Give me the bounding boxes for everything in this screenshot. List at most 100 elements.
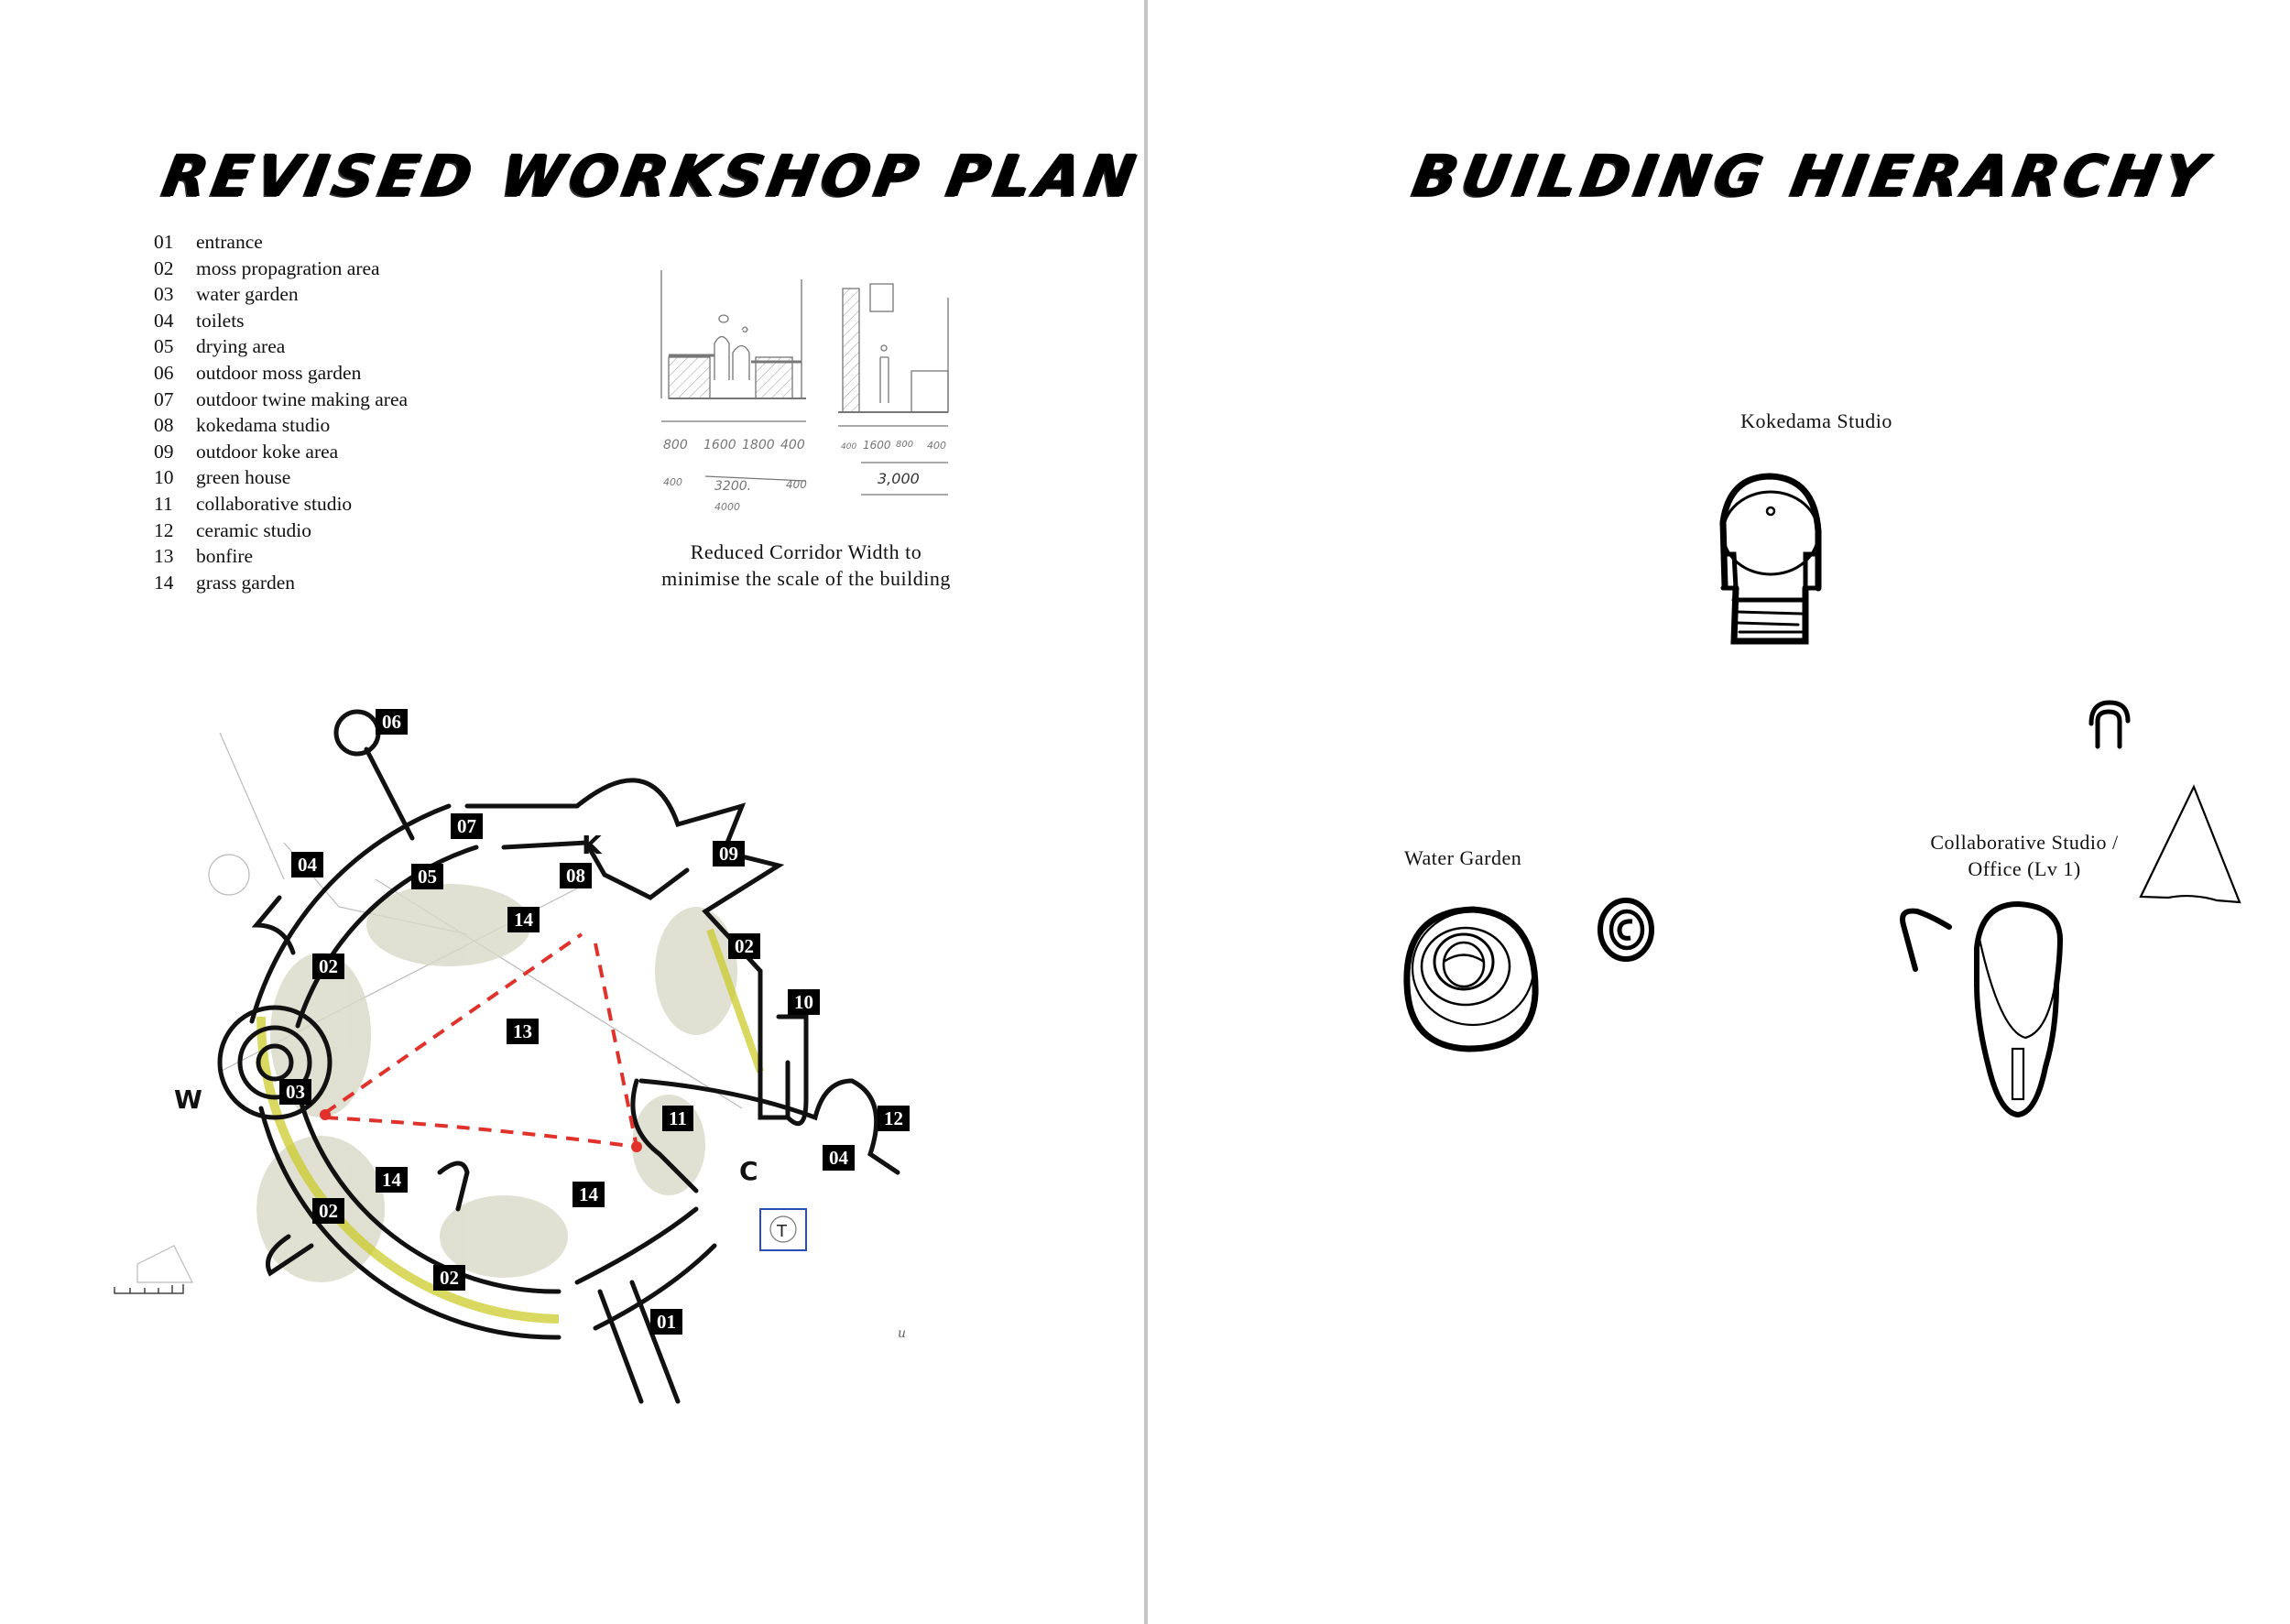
water-garden-icon: [1403, 906, 1539, 1052]
legend-item: 01 entrance: [154, 229, 408, 256]
legend-label: water garden: [196, 283, 299, 306]
plan-tag-05: 05: [411, 864, 443, 889]
section-caption: Reduced Corridor Width to minimise the s…: [623, 539, 989, 592]
plan-tag-04: 04: [291, 852, 323, 877]
compass-letter-c: C: [739, 1156, 758, 1186]
plan-tag-12: 12: [878, 1106, 910, 1131]
left-page: REVISED WORKSHOP PLAN 01 entrance 02 moss …: [0, 0, 1145, 1624]
legend-label: outdoor moss garden: [196, 361, 362, 384]
legend-number: 02: [154, 256, 174, 279]
legend-number: 04: [154, 309, 174, 332]
legend-number: 10: [154, 466, 174, 489]
legend-item: 08 kokedama studio: [154, 412, 408, 439]
legend-item: 07 outdoor twine making area: [154, 387, 408, 413]
collaborative-studio-icon: [1974, 900, 2064, 1118]
plan-tag-02: 02: [728, 933, 760, 959]
section-sketch-drawing: 800 1600 1800 400 400 3200. 400 4000 400…: [660, 270, 949, 513]
plan-tag-06: 06: [376, 709, 408, 735]
dimension-text: 1600: [703, 438, 736, 452]
legend-item: 05 drying area: [154, 333, 408, 360]
legend-number: 08: [154, 414, 174, 437]
legend-label: moss propagration area: [196, 256, 380, 279]
workshop-floor-plan: T K W C u 06 07 04 05 08 09 14 02 02 10 …: [101, 696, 980, 1404]
dimension-text: 800: [663, 438, 688, 452]
dimension-text: 400: [927, 440, 946, 452]
plan-tag-08: 08: [560, 863, 592, 888]
legend-number: 03: [154, 283, 174, 306]
plan-tag-02: 02: [312, 1198, 344, 1224]
plan-tag-14: 14: [572, 1182, 605, 1207]
page-gutter-divider: [1144, 0, 1148, 1624]
legend-list: 01 entrance 02 moss propagration area 03 wa…: [154, 229, 408, 595]
plan-tag-09: 09: [713, 841, 745, 866]
page-title-workshop-plan: REVISED WORKSHOP PLAN: [157, 142, 1145, 209]
legend-item: 10 green house: [154, 464, 408, 491]
dimension-text: 1800: [742, 438, 775, 452]
compass-letter-k: K: [582, 830, 603, 860]
plan-tag-14: 14: [507, 907, 540, 932]
legend-label: outdoor koke area: [196, 440, 339, 463]
legend-number: 09: [154, 440, 174, 463]
legend-number: 12: [154, 518, 174, 541]
plan-tag-02: 02: [433, 1265, 465, 1291]
compass-letter-w: W: [174, 1084, 202, 1115]
hook-connector-icon: [1900, 908, 1952, 972]
legend-item: 11 collaborative studio: [154, 491, 408, 518]
legend-label: collaborative studio: [196, 492, 353, 515]
plan-tag-02: 02: [312, 954, 344, 979]
legend-number: 05: [154, 335, 174, 358]
legend-label: outdoor twine making area: [196, 387, 409, 410]
plan-tag-10: 10: [788, 989, 820, 1015]
dimension-text: 400: [786, 478, 807, 491]
legend-label: drying area: [196, 335, 286, 358]
dimension-text: 400: [663, 476, 682, 488]
dimension-text: 3,000: [878, 470, 920, 487]
plan-tag-11: 11: [662, 1106, 693, 1131]
dimension-text: 3200.: [714, 479, 751, 494]
label-kokedama-studio: Kokedama Studio: [1740, 409, 1892, 432]
plan-tag-07: 07: [451, 813, 483, 839]
hierarchy-triangle-icon: [2139, 784, 2241, 904]
legend-number: 01: [154, 231, 174, 253]
dimension-text: 1600: [863, 439, 891, 452]
legend-number: 13: [154, 545, 174, 568]
floor-plan-drawing: T K W C u: [114, 709, 906, 1404]
legend-item: 03 water garden: [154, 281, 408, 308]
legend-item: 09 outdoor koke area: [154, 439, 408, 465]
legend-item: 04 toilets: [154, 308, 408, 334]
legend-label: toilets: [196, 309, 245, 332]
dimension-text: 400: [780, 438, 805, 452]
label-collaborative-studio: Collaborative Studio / Office (Lv 1): [1896, 829, 2153, 882]
legend-item: 06 outdoor moss garden: [154, 360, 408, 387]
legend-label: kokedama studio: [196, 414, 331, 437]
legend-item: 14 grass garden: [154, 570, 408, 596]
dimension-text: 400: [841, 442, 856, 452]
legend-item: 02 moss propagration area: [154, 256, 408, 282]
page-title-building-hierarchy: BUILDING HIERARCHY: [1407, 142, 2217, 209]
plan-tag-04: 04: [823, 1145, 855, 1171]
legend-number: 14: [154, 571, 174, 594]
plan-tag-01: 01: [650, 1309, 682, 1335]
plan-tag-03: 03: [279, 1079, 311, 1105]
caption-line: minimise the scale of the building: [661, 567, 951, 590]
legend-item: 13 bonfire: [154, 543, 408, 570]
scale-bar: [114, 1284, 184, 1294]
legend-number: 06: [154, 361, 174, 384]
legend-label: green house: [196, 466, 291, 489]
dimension-text: 800: [896, 440, 913, 450]
label-line: Office (Lv 1): [1968, 857, 2081, 880]
legend-label: bonfire: [196, 545, 254, 568]
svg-text:u: u: [898, 1326, 906, 1341]
legend-label: entrance: [196, 231, 263, 253]
dimension-text: 4000: [714, 501, 740, 513]
caption-line: Reduced Corridor Width to: [690, 540, 922, 563]
legend-label: grass garden: [196, 571, 296, 594]
legend-number: 07: [154, 387, 174, 410]
toilet-symbol: T: [776, 1222, 788, 1241]
label-line: Collaborative Studio /: [1930, 831, 2119, 854]
arch-connector-icon: [2088, 700, 2131, 749]
corridor-section-sketch: 800 1600 1800 400 400 3200. 400 4000 400…: [660, 261, 953, 518]
legend-number: 11: [154, 492, 173, 515]
right-page: BUILDING HIERARCHY Kokedama Studio Water…: [1148, 0, 2290, 1624]
